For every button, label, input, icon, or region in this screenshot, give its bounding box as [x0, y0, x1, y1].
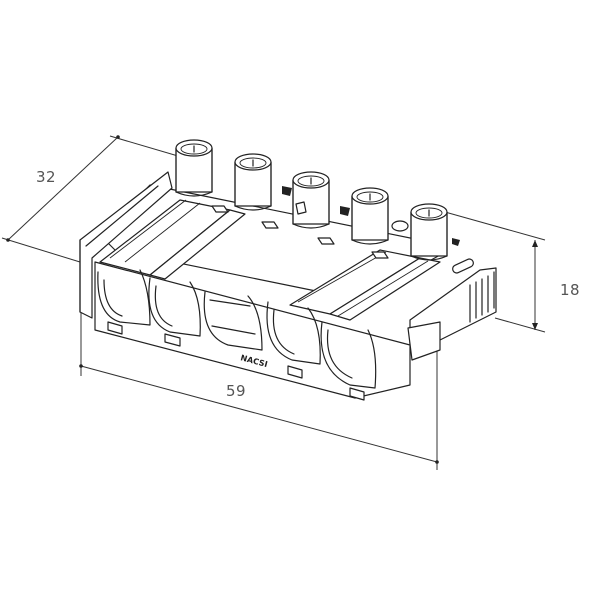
- dimension-width-label: 59: [226, 382, 247, 400]
- latch-ribs: [469, 271, 495, 323]
- pin-1: [175, 139, 213, 197]
- dimension-height-line: [444, 211, 546, 333]
- dimension-depth-label: 32: [36, 168, 57, 186]
- dimension-depth-line: [1, 135, 179, 263]
- dimension-height-label: 18: [560, 281, 581, 299]
- pin-3: [292, 171, 350, 229]
- connector-body: [79, 171, 497, 401]
- pin-4: [351, 187, 409, 245]
- pin-5: [410, 203, 460, 261]
- pin-2: [234, 153, 292, 211]
